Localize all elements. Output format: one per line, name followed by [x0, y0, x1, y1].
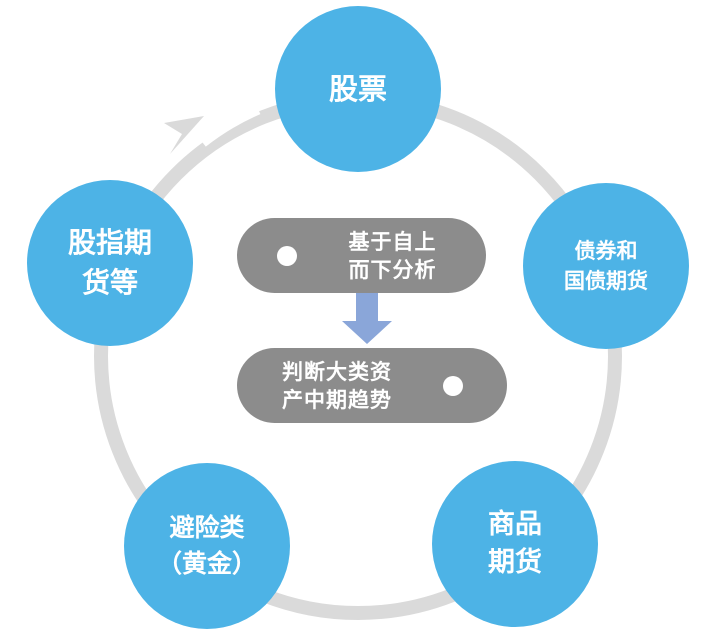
node-bonds: 债券和 国债期货: [523, 183, 689, 349]
node-hedge-line-2: （黄金）: [156, 549, 257, 578]
process-top-text: 基于自上 而下分析: [317, 218, 468, 293]
node-index-futures: 股指期 货等: [27, 180, 193, 346]
process-bottom-pill: 判断大类资 产中期趋势: [237, 348, 507, 423]
process-top-dot: [277, 245, 297, 266]
node-commodities-line-1: 商品: [488, 509, 542, 540]
node-commodities-line-2: 期货: [488, 547, 542, 578]
node-commodities: 商品 期货: [432, 461, 598, 627]
node-bonds-line-2: 国债期货: [564, 269, 648, 293]
process-top-line-1: 基于自上: [348, 229, 437, 254]
process-bottom-line-2: 产中期趋势: [282, 387, 392, 412]
node-index-futures-line-2: 货等: [81, 266, 138, 299]
process-top-line-2: 而下分析: [348, 257, 437, 282]
process-top-pill: 基于自上 而下分析: [237, 218, 486, 293]
node-bonds-line-1: 债券和: [574, 239, 638, 263]
down-arrow: [342, 291, 392, 344]
node-index-futures-line-1: 股指期: [67, 226, 152, 259]
cycle-arrowhead: [164, 116, 204, 154]
node-hedge: 避险类 （黄金）: [124, 463, 290, 629]
process-bottom-line-1: 判断大类资: [282, 359, 392, 384]
node-stocks-line-1: 股票: [328, 72, 387, 106]
process-bottom-dot: [443, 375, 463, 396]
ring-gap: [192, 93, 261, 147]
process-bottom-text: 判断大类资 产中期趋势: [251, 348, 423, 423]
node-hedge-line-1: 避险类: [169, 513, 245, 542]
node-stocks: 股票: [275, 6, 441, 172]
